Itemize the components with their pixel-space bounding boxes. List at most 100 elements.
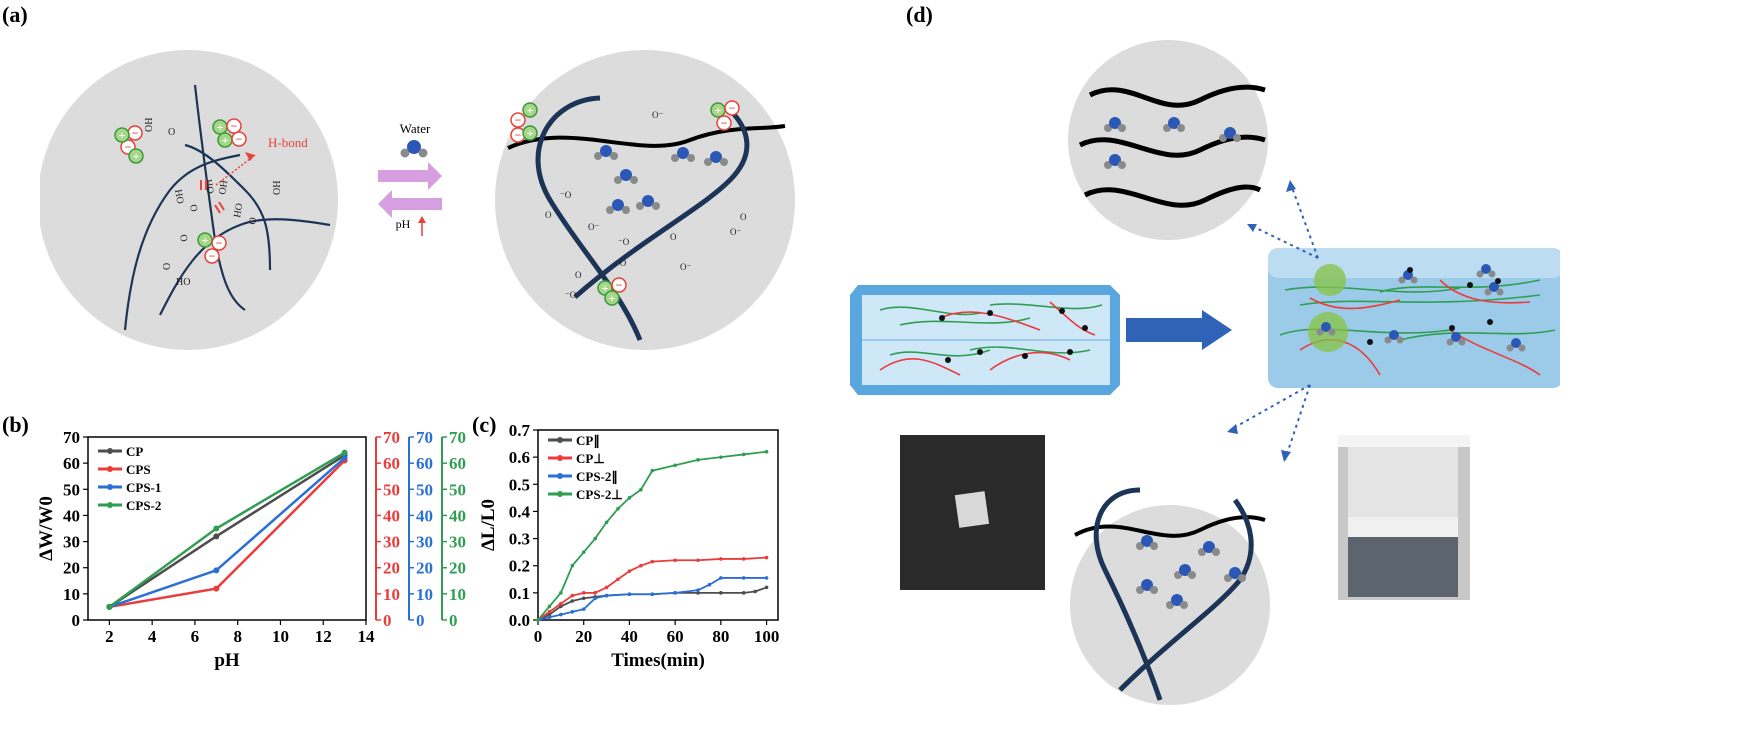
svg-text:+: +: [202, 233, 209, 247]
stretched-hydrogel-box: [1268, 248, 1560, 388]
data-point: [593, 536, 597, 541]
svg-text:−: −: [236, 132, 243, 146]
svg-text:O: O: [575, 270, 582, 280]
data-point: [593, 591, 597, 595]
data-point: [570, 610, 575, 614]
x-tick-label: 20: [575, 627, 592, 646]
x-tick-label: 100: [754, 627, 780, 646]
panel-a-label: (a): [2, 2, 28, 27]
svg-text:⁻O: ⁻O: [560, 190, 572, 200]
svg-text:⁻O: ⁻O: [618, 237, 630, 247]
data-point: [341, 454, 348, 461]
hbond-markers: [200, 180, 225, 214]
data-point: [213, 567, 220, 574]
svg-text:−: −: [209, 249, 216, 263]
data-point: [741, 576, 746, 580]
data-point: [639, 563, 643, 568]
svg-text:⁻O: ⁻O: [565, 290, 577, 300]
stretch-arrow: [1126, 310, 1232, 350]
data-point: [604, 520, 609, 525]
data-point: [570, 563, 575, 568]
secondary-tick-label: 0: [449, 611, 458, 630]
svg-text:−: −: [216, 236, 223, 250]
data-point: [650, 468, 655, 473]
y-tick-label: 0.0: [509, 611, 530, 630]
data-point: [627, 496, 632, 500]
data-point: [559, 591, 563, 595]
y-tick-label: 50: [63, 480, 80, 499]
svg-text:−: −: [729, 101, 736, 115]
top-circle-water: [1104, 117, 1241, 169]
y-tick-label: 10: [63, 585, 80, 604]
svg-text:+: +: [217, 120, 224, 134]
secondary-tick-label: 50: [416, 480, 433, 499]
secondary-tick-label: 30: [416, 533, 433, 552]
y-tick-label: 40: [63, 506, 80, 525]
secondary-tick-label: 60: [416, 454, 433, 473]
data-point: [741, 557, 746, 561]
data-point: [719, 576, 723, 580]
secondary-tick-label: 0: [383, 611, 392, 630]
data-point: [581, 550, 586, 554]
legend-marker: [557, 491, 563, 497]
data-point: [696, 458, 700, 462]
x-tick-label: 4: [148, 627, 157, 646]
data-point: [547, 610, 552, 614]
y-tick-label: 0.5: [509, 475, 530, 494]
unstretched-hydrogel-box: [850, 285, 1120, 395]
svg-text:HO: HO: [172, 189, 185, 205]
panel-d-label: (d): [906, 2, 933, 27]
y-axis-title: ΔL/L0: [478, 499, 499, 551]
data-point: [764, 585, 769, 590]
data-point: [106, 603, 113, 610]
y-tick-label: 0.6: [509, 448, 530, 467]
data-point: [764, 576, 769, 580]
data-point: [559, 612, 563, 617]
svg-text:−: −: [125, 140, 132, 154]
y-tick-label: 20: [63, 559, 80, 578]
svg-text:+: +: [602, 281, 609, 295]
svg-text:OH: OH: [144, 118, 155, 132]
dry-polymer-chains: [123, 84, 331, 331]
secondary-tick-label: 20: [449, 559, 466, 578]
dry-sample: [954, 491, 990, 528]
y-tick-label: 60: [63, 454, 80, 473]
svg-text:⁻O: ⁻O: [615, 258, 627, 268]
data-point: [570, 599, 575, 603]
legend-marker: [557, 437, 563, 443]
zoom-arrows: [1229, 181, 1319, 461]
svg-text:+: +: [119, 128, 126, 142]
data-point: [741, 452, 746, 457]
plot-frame: [87, 436, 367, 621]
secondary-tick-label: 40: [416, 506, 433, 525]
legend-marker: [107, 502, 113, 508]
legend-label: CP∥: [576, 433, 600, 449]
data-point: [213, 585, 220, 592]
data-point: [213, 533, 220, 540]
x-tick-label: 0: [534, 627, 543, 646]
ion-markers-right: + − − + + − − + − +: [510, 100, 740, 306]
legend-marker: [107, 448, 113, 454]
water-label: Water: [400, 121, 431, 136]
secondary-tick-label: 40: [383, 506, 400, 525]
bottom-circle-water: [1136, 535, 1246, 609]
data-point: [696, 588, 700, 592]
secondary-tick-label: 50: [449, 480, 466, 499]
secondary-tick-label: 0: [416, 611, 425, 630]
svg-text:+: +: [609, 291, 616, 305]
secondary-tick-label: 50: [383, 480, 400, 499]
data-point: [604, 593, 609, 598]
x-tick-label: 6: [191, 627, 200, 646]
data-point: [581, 591, 586, 595]
svg-text:O⁻: O⁻: [588, 222, 599, 232]
svg-text:O⁻: O⁻: [680, 262, 691, 272]
secondary-tick-label: 10: [449, 585, 466, 604]
series-line: [537, 577, 767, 621]
svg-text:−: −: [616, 278, 623, 292]
x-tick-label: 10: [272, 627, 289, 646]
svg-text:O: O: [177, 234, 189, 243]
svg-text:HO: HO: [232, 202, 245, 218]
data-point: [547, 612, 552, 617]
data-point: [719, 557, 723, 561]
